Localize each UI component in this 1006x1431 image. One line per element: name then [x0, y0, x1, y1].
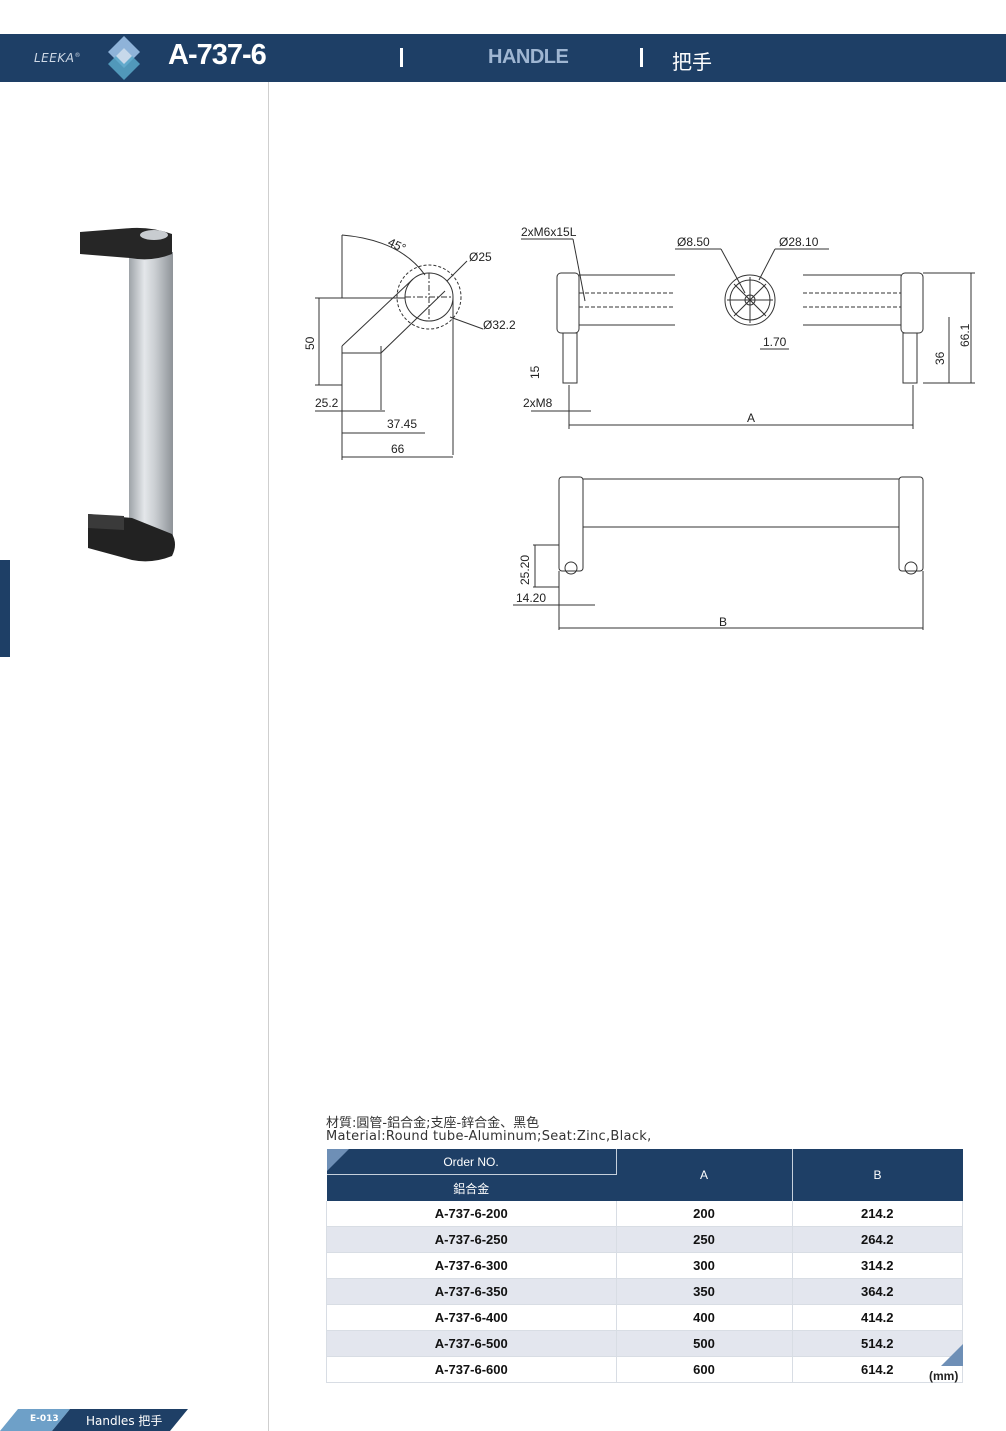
header-separator: [640, 48, 643, 67]
side-tab: [0, 560, 10, 657]
dim-front-h2: 36: [933, 351, 947, 365]
b-cell: 264.2: [791, 1226, 963, 1253]
order-no-cell: A-737-6-350: [326, 1278, 617, 1305]
a-cell: 500: [615, 1330, 793, 1357]
order-no-cell: A-737-6-200: [326, 1201, 617, 1227]
dim-angle: 45°: [386, 235, 409, 255]
header-bar: LEEKA® A-737-6 HANDLE 把手: [0, 34, 1006, 82]
order-no-cell: A-737-6-300: [326, 1252, 617, 1279]
col-b-header: B: [792, 1149, 963, 1201]
dim-front-h3: 66.1: [958, 323, 972, 347]
corner-accent: [326, 1149, 349, 1171]
b-cell: 314.2: [791, 1252, 963, 1279]
page-number: E-013: [30, 1414, 59, 1424]
corner-accent: [941, 1344, 963, 1366]
header-separator: [400, 48, 403, 67]
dim-dia-large: Ø32.2: [483, 318, 516, 332]
a-cell: 600: [615, 1356, 793, 1383]
handle-photo: [80, 227, 175, 562]
category-zh: 把手: [672, 50, 712, 74]
material-zh: 材質:圓管-鋁合金;支座-鋅合金、黑色: [326, 1116, 540, 1131]
order-no-header: Order NO.: [326, 1149, 617, 1175]
order-no-cell: A-737-6-600: [326, 1356, 617, 1383]
b-cell: 514.2: [791, 1330, 963, 1357]
model-number: A-737-6: [168, 39, 267, 71]
unit-label: (mm): [929, 1369, 959, 1383]
dim-span-a: A: [747, 411, 755, 425]
diamond-logo-icon: [108, 36, 140, 80]
col-a-header: A: [616, 1149, 793, 1201]
dim-side-d2: 37.45: [387, 417, 417, 431]
dim-side-height: 50: [303, 336, 317, 350]
dim-span-b: B: [719, 615, 727, 629]
column-divider: [268, 82, 269, 1431]
dim-side-d3: 66: [391, 442, 405, 456]
dim-rib: 1.70: [763, 335, 787, 349]
order-no-sub-header: 鋁合金: [326, 1174, 616, 1201]
b-cell: 214.2: [791, 1201, 963, 1227]
order-no-cell: A-737-6-250: [326, 1226, 617, 1253]
dim-dia-small: Ø25: [469, 250, 492, 264]
dim-dia-outer: Ø28.10: [779, 235, 819, 249]
footer-title: Handles 把手: [86, 1414, 163, 1428]
b-cell: 614.2: [791, 1356, 963, 1383]
dim-bottom-w: 14.20: [516, 591, 546, 605]
dim-dia-inner: Ø8.50: [677, 235, 710, 249]
a-cell: 250: [615, 1226, 793, 1253]
material-en: Material:Round tube-Aluminum;Seat:Zinc,B…: [326, 1129, 652, 1144]
dim-thread-top: 2xM6x15L: [521, 225, 577, 239]
a-cell: 300: [615, 1252, 793, 1279]
a-cell: 350: [615, 1278, 793, 1305]
dim-thread-bottom: 2xM8: [523, 396, 553, 410]
b-cell: 414.2: [791, 1304, 963, 1331]
a-cell: 200: [615, 1201, 793, 1227]
b-cell: 364.2: [791, 1278, 963, 1305]
dim-side-d1: 25.2: [315, 396, 339, 410]
dim-bottom-h: 25.20: [518, 555, 532, 585]
dim-front-h1: 15: [528, 365, 542, 379]
order-no-cell: A-737-6-400: [326, 1304, 617, 1331]
footer-banner: [0, 1409, 188, 1431]
a-cell: 400: [615, 1304, 793, 1331]
technical-drawing: 45° Ø25 Ø32.2 50 25.2 37.45 66 2xM6x15L …: [303, 225, 975, 630]
category-en: HANDLE: [488, 46, 569, 68]
order-no-cell: A-737-6-500: [326, 1330, 617, 1357]
brand-logo: LEEKA®: [34, 51, 81, 65]
